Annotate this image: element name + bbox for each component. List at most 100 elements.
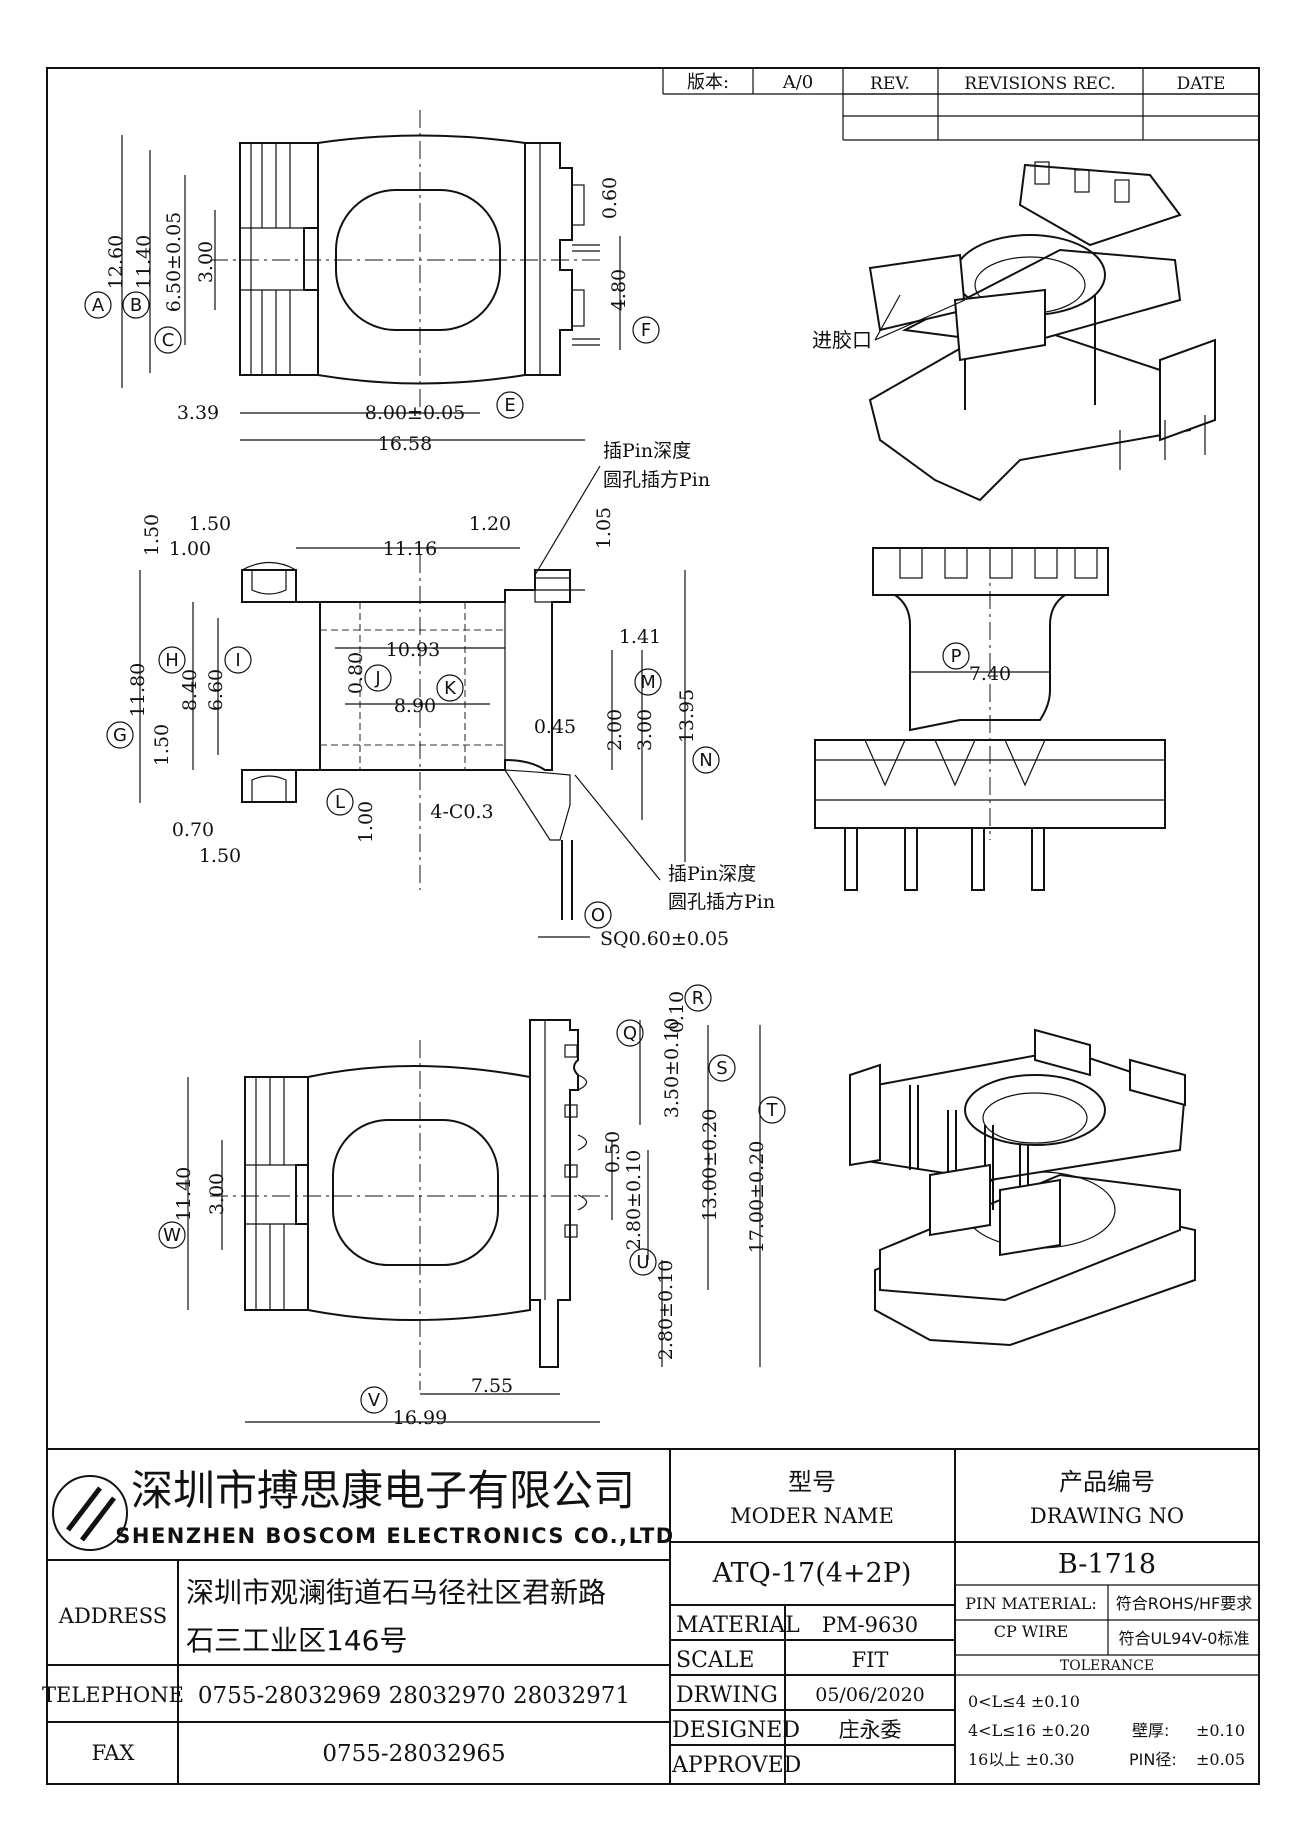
telephone-label: TELEPHONE: [42, 1683, 184, 1707]
label-j: J: [374, 668, 380, 689]
dim-8-00: 8.00±0.05: [365, 402, 466, 424]
dim-1-41: 1.41: [619, 626, 661, 648]
tolerance-1: 0<L≤4 ±0.10: [968, 1692, 1080, 1711]
dim-3-00-bottom: 3.00: [206, 1173, 228, 1215]
address-line-1: 深圳市观澜街道石马径社区君新路: [186, 1576, 606, 1609]
side-view: 1.50 1.50 1.00 11.16 1.20 1.05 1.41 10.9…: [106, 440, 775, 950]
label-u: U: [636, 1252, 649, 1273]
dim-8-40: 8.40: [179, 669, 201, 711]
dim-1-00-bottom: 1.00: [355, 801, 377, 843]
pin-note-top-1: 插Pin深度: [603, 440, 691, 462]
designed-label: DESIGNED: [672, 1718, 800, 1743]
label-k: K: [444, 678, 457, 699]
drawing-number: B-1718: [1058, 1549, 1156, 1580]
tolerance-3: 16以上 ±0.30: [968, 1750, 1074, 1769]
dim-1-50-bottom-b: 1.50: [199, 845, 241, 867]
dim-1-50-top-a: 1.50: [189, 513, 231, 535]
dim-16-99: 16.99: [393, 1407, 447, 1429]
version-value: A/0: [782, 72, 814, 93]
tolerance-label: TOLERANCE: [1060, 1658, 1154, 1674]
designed-value: 庄永委: [839, 1718, 902, 1742]
label-n: N: [699, 750, 712, 771]
gate-label: 进胶口: [812, 328, 872, 352]
front-view: 7.40 P: [814, 547, 1166, 891]
version-label: 版本:: [687, 72, 729, 93]
dim-4-80: 4.80: [608, 269, 630, 311]
rohs-compliance: 符合ROHS/HF要求: [1116, 1594, 1253, 1613]
approved-label: APPROVED: [671, 1753, 801, 1778]
label-c: C: [162, 330, 175, 351]
pin-diameter-value: ±0.05: [1196, 1750, 1245, 1769]
model-value: ATQ-17(4+2P): [712, 1558, 912, 1589]
company-name-cn: 深圳市搏思康电子有限公司: [131, 1466, 635, 1515]
top-view: 12.60 11.40 6.50±0.05 3.00 0.60 4.80 3.3…: [84, 110, 660, 455]
address-label: ADDRESS: [58, 1604, 167, 1628]
material-label: MATERIAL: [676, 1613, 800, 1638]
material-value: PM-9630: [822, 1613, 918, 1637]
label-t: T: [766, 1100, 779, 1121]
dim-2-80-a: 2.80±0.10: [623, 1150, 645, 1251]
dim-1-50-top-b: 1.50: [141, 514, 163, 556]
model-label-cn: 型号: [788, 1468, 836, 1496]
company-logo: [52, 1475, 128, 1551]
label-h: H: [165, 650, 179, 671]
label-v: V: [368, 1390, 381, 1411]
revisions-header: REVISIONS REC.: [964, 74, 1115, 94]
dim-3-39: 3.39: [177, 402, 219, 424]
dim-13-95: 13.95: [676, 689, 698, 743]
drawing-date-label: DRWING: [676, 1683, 778, 1708]
label-w: W: [163, 1225, 181, 1246]
ul-compliance: 符合UL94V-0标准: [1119, 1629, 1250, 1648]
dim-11-40-bottom: 11.40: [173, 1167, 195, 1221]
revision-table: 版本: A/0 REV. REVISIONS REC. DATE: [662, 68, 1259, 141]
dim-0-70: 0.70: [172, 819, 214, 841]
drawing-date: 05/06/2020: [815, 1684, 925, 1706]
pin-diameter-label: PIN径:: [1129, 1750, 1177, 1769]
dim-12-60: 12.60: [105, 235, 127, 289]
pin-material-value: CP WIRE: [994, 1622, 1069, 1641]
label-m: M: [640, 672, 656, 693]
dim-0-45: 0.45: [534, 716, 576, 738]
dim-7-55: 7.55: [471, 1375, 513, 1397]
label-r: R: [692, 988, 705, 1009]
title-block: 深圳市搏思康电子有限公司 SHENZHEN BOSCOM ELECTRONICS…: [42, 1448, 1259, 1784]
dim-6-60: 6.60: [205, 669, 227, 711]
label-l: L: [335, 792, 345, 813]
pin-note-top-2: 圆孔插方Pin: [603, 469, 710, 491]
dim-6-50: 6.50±0.05: [163, 212, 185, 313]
dim-7-40: 7.40: [969, 663, 1011, 685]
dim-1-20: 1.20: [469, 513, 511, 535]
wall-thickness-value: ±0.10: [1196, 1721, 1245, 1740]
label-e: E: [504, 395, 515, 416]
drawing-label-en: DRAWING NO: [1030, 1504, 1184, 1528]
label-q: Q: [623, 1023, 637, 1044]
dim-8-90: 8.90: [394, 695, 436, 717]
dim-13-00: 13.00±0.20: [699, 1109, 721, 1222]
dim-0-80: 0.80: [345, 652, 367, 694]
scale-label: SCALE: [676, 1648, 754, 1673]
bottom-view: 11.40 3.00 0.10 3.50±0.10 0.50 2.80±0.10…: [158, 984, 786, 1429]
dim-17-00: 17.00±0.20: [746, 1141, 768, 1254]
dim-16-58: 16.58: [378, 433, 432, 455]
dim-2-00: 2.00: [604, 709, 626, 751]
model-label-en: MODER NAME: [730, 1504, 894, 1528]
iso-view-bottom: [848, 1028, 1196, 1347]
dim-10-93: 10.93: [386, 639, 440, 661]
pin-note-bottom-1: 插Pin深度: [668, 863, 756, 885]
dim-11-16: 11.16: [383, 538, 437, 560]
dim-1-50-bottom-a: 1.50: [151, 724, 173, 766]
pin-note-bottom-2: 圆孔插方Pin: [668, 891, 775, 913]
fax-value: 0755-28032965: [322, 1741, 505, 1767]
dim-4-c0-3: 4-C0.3: [430, 801, 493, 823]
dim-11-80: 11.80: [127, 663, 149, 717]
rev-header: REV.: [870, 74, 910, 94]
drawing-label-cn: 产品编号: [1059, 1468, 1155, 1496]
tolerance-2: 4<L≤16 ±0.20: [968, 1721, 1090, 1740]
dim-11-40: 11.40: [133, 235, 155, 289]
dim-sq0-60: SQ0.60±0.05: [600, 928, 729, 950]
label-p: P: [951, 646, 962, 667]
telephone-value: 0755-28032969 28032970 28032971: [198, 1683, 630, 1709]
label-f: F: [641, 320, 651, 341]
dim-1-05: 1.05: [593, 507, 615, 549]
